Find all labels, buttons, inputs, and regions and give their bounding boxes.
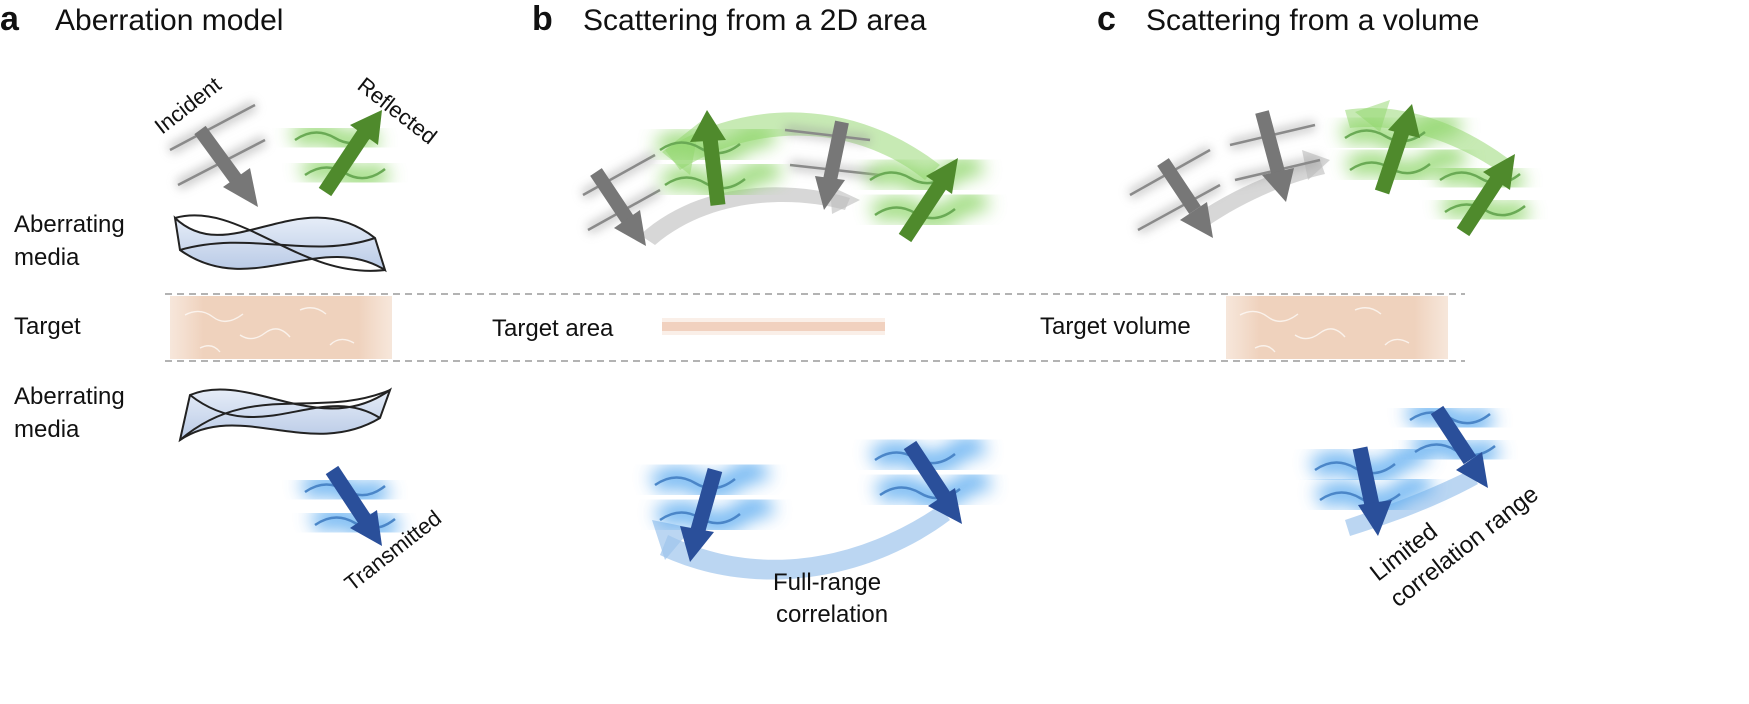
incident-arrow-a <box>194 125 258 207</box>
transmitted-arrow-c1 <box>1352 446 1392 536</box>
incident-arrow-c2 <box>1255 110 1294 202</box>
reflected-arrow-b2 <box>898 158 958 243</box>
target-tissue-a <box>170 296 392 359</box>
target-area-strip <box>662 318 885 335</box>
target-volume-tissue <box>1226 296 1448 359</box>
target-volume-label: Target volume <box>1040 313 1191 340</box>
full-range-label-line1: Full-range <box>773 569 881 596</box>
aberrating-media-top <box>173 214 387 273</box>
reflection-arc-b <box>665 112 940 180</box>
transmitted-arrow-a <box>325 465 382 546</box>
incident-arc-c <box>1195 160 1325 228</box>
media-top-label-line2: media <box>14 244 80 271</box>
panel-b-letter: b <box>532 0 553 38</box>
reflected-wavefront-b1 <box>653 125 785 200</box>
media-bottom-label-line2: media <box>14 416 80 443</box>
transmitted-arrow-b2 <box>903 440 962 524</box>
incident-arc-head-b <box>830 186 860 214</box>
target-area-label: Target area <box>492 315 614 342</box>
transmitted-arrow-b1 <box>680 467 723 562</box>
incident-arrow-c1 <box>1157 158 1213 238</box>
aberrating-media-bottom <box>178 387 393 443</box>
reflection-arc-c <box>1345 108 1510 172</box>
full-range-label-line2: correlation <box>776 601 888 628</box>
incident-arc-b <box>640 187 850 245</box>
target-label: Target <box>14 313 81 340</box>
transmitted-arrow-c2 <box>1430 405 1488 488</box>
panel-a-letter: a <box>0 0 20 38</box>
correlation-arc-b <box>660 505 950 580</box>
reflected-arrow-a <box>318 110 382 197</box>
media-top-label-line1: Aberrating <box>14 211 125 238</box>
reflected-arrow-c1 <box>1374 104 1420 195</box>
panel-a-title: Aberration model <box>55 4 283 37</box>
incident-arrow-b1 <box>590 168 646 246</box>
panel-c-title: Scattering from a volume <box>1146 4 1479 37</box>
panel-b-title: Scattering from a 2D area <box>583 4 927 37</box>
media-bottom-label-line1: Aberrating <box>14 383 125 410</box>
reflected-arrow-c2 <box>1456 154 1515 237</box>
panel-c-letter: c <box>1097 0 1116 38</box>
incident-arrow-b2 <box>815 120 849 210</box>
reflected-arrow-b1 <box>690 110 726 206</box>
